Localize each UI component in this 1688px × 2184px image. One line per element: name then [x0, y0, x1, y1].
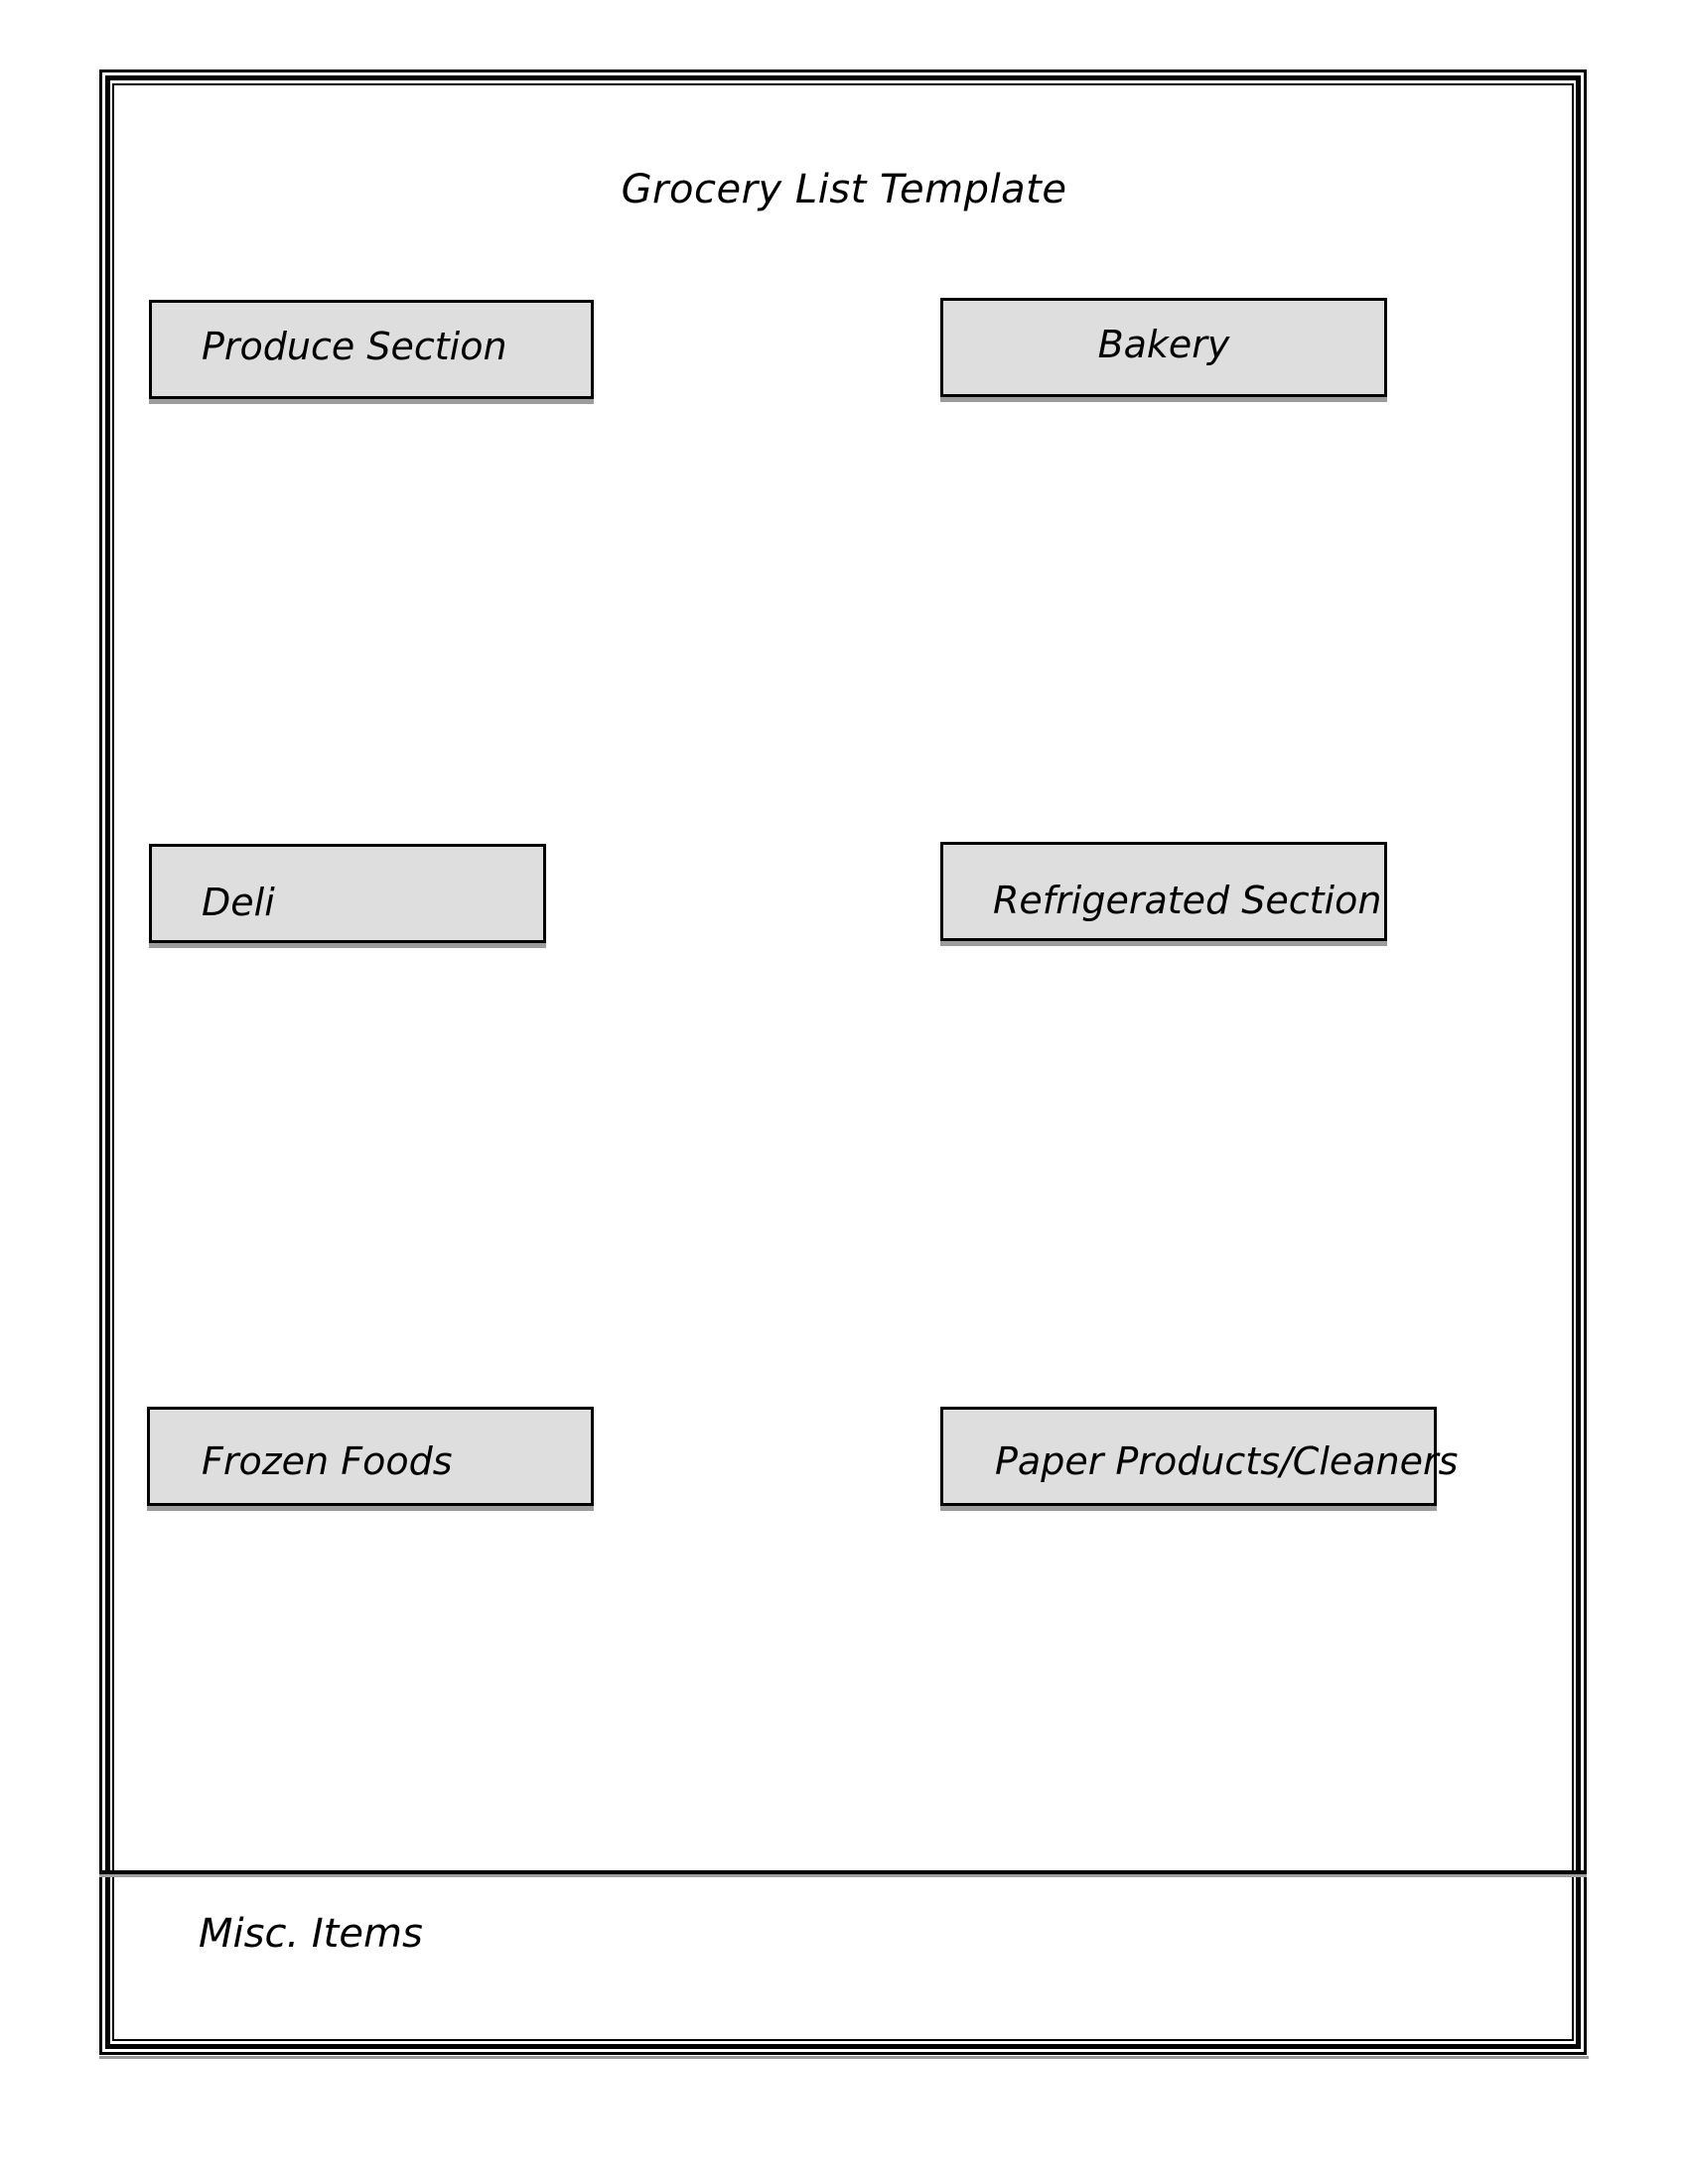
frame-middle-border: [105, 75, 1581, 2049]
document-title: Grocery List Template: [621, 167, 1067, 212]
section-header-produce: Produce Section: [149, 300, 594, 399]
section-header-refrigerated: Refrigerated Section: [940, 842, 1387, 941]
section-header-deli: Deli: [149, 844, 546, 943]
section-label-frozen: Frozen Foods: [202, 1439, 453, 1483]
frame-outer-border: [99, 69, 1587, 2055]
section-label-bakery: Bakery: [1097, 323, 1230, 366]
list-area-frozen[interactable]: [147, 1524, 842, 1851]
frame-inner-border: [112, 83, 1574, 2041]
section-label-refrigerated: Refrigerated Section: [993, 879, 1382, 922]
list-area-bakery[interactable]: [940, 417, 1536, 814]
section-header-frozen: Frozen Foods: [147, 1407, 594, 1506]
section-header-bakery: Bakery: [940, 298, 1387, 397]
section-label-paper: Paper Products/Cleaners: [995, 1439, 1459, 1483]
list-area-misc[interactable]: [447, 1886, 1539, 2025]
list-area-paper[interactable]: [940, 1524, 1536, 1851]
misc-divider: [99, 1870, 1587, 1874]
section-label-deli: Deli: [202, 881, 275, 924]
section-label-produce: Produce Section: [202, 325, 507, 368]
section-header-paper: Paper Products/Cleaners: [940, 1407, 1458, 1506]
frame-shadow: [99, 2056, 1589, 2059]
misc-items-label: Misc. Items: [199, 1911, 423, 1957]
list-area-produce[interactable]: [149, 417, 844, 814]
list-area-refrigerated[interactable]: [940, 963, 1536, 1380]
list-area-deli[interactable]: [149, 963, 844, 1380]
misc-divider-shadow: [99, 1874, 1587, 1877]
